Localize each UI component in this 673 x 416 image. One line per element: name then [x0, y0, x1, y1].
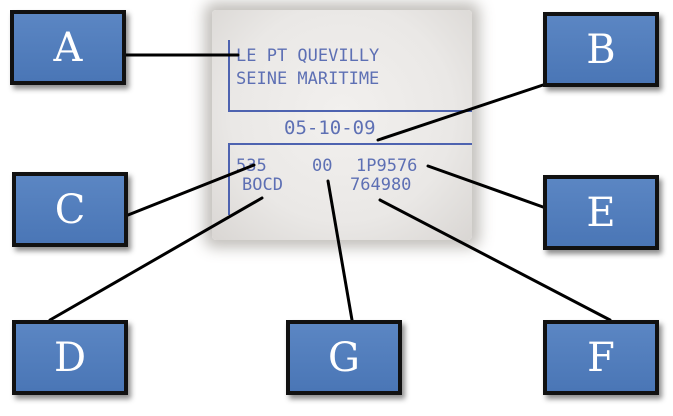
- stamp-code-e: 1P9576: [356, 156, 418, 176]
- stamp-bottom-frame: [228, 143, 472, 215]
- stamp-town-line: LE PT QUEVILLY: [236, 46, 380, 66]
- connector-c: [126, 163, 256, 217]
- connector-f: [378, 198, 612, 322]
- stamp-department-line: SEINE MARITIME: [236, 69, 380, 89]
- label-box-a: A: [10, 10, 126, 85]
- stamp-code-f: 764980: [350, 175, 412, 195]
- stamp-code-d: BOCD: [242, 175, 283, 195]
- label-box-g: G: [286, 320, 402, 395]
- label-box-e: E: [543, 175, 659, 250]
- stamp-top-frame: [228, 40, 472, 112]
- connector-g: [326, 179, 354, 322]
- label-box-b: B: [543, 12, 659, 87]
- stamp-code-g: 00: [312, 156, 333, 176]
- connector-b: [376, 83, 545, 142]
- label-box-f: F: [543, 320, 659, 395]
- connector-e: [426, 164, 545, 209]
- label-box-c: C: [12, 172, 128, 247]
- stamp-date: 05-10-09: [284, 117, 376, 139]
- connector-d: [48, 196, 264, 322]
- label-box-d: D: [12, 320, 128, 395]
